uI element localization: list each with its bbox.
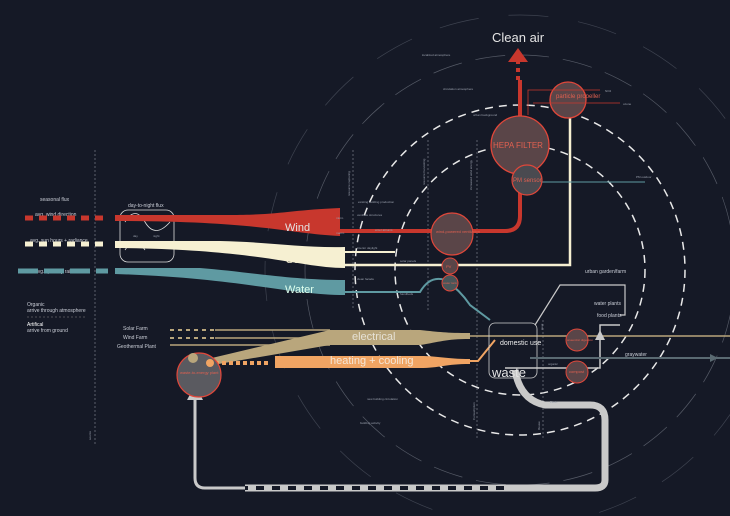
urban-garden-label: urban garden/farm [585,269,626,275]
water-plants-label: water plants [594,301,621,307]
heating-flow: heating + cooling [215,339,496,368]
wind-label: Wind [285,222,310,234]
increased-wind-label: increased wind energy [469,159,473,190]
domestic-use-box: domestic use urban garden/farm water pla… [488,269,730,379]
clean-air-title: Clean air [492,30,545,45]
pm-sensor-node [511,164,543,196]
new-building-circulation-label: new building circulation [367,397,398,401]
enter-atrium-label: enter atriums [375,228,393,232]
solar-flow: Solar [25,104,576,268]
resource-harvesting-label: resource harvesting [422,158,426,185]
night-label: night [153,234,160,238]
ventilate-label: ventilate structures [357,213,383,217]
day-night-flux-label: day-to-night flux [128,203,164,209]
ozone-label: ozone [623,102,632,106]
pv-node [441,257,459,275]
urban-background-label: urban background [473,113,498,117]
no2-label: NO2 [605,89,612,93]
solar-farm-label: Solar Farm [123,326,148,332]
pv-label: PV [446,264,452,269]
reuse-label: Reuse [537,421,541,430]
organic-label: Organic [27,302,45,308]
water-tank-label: water tank [443,281,457,285]
digester-node [565,328,589,352]
pm-outdoor-label: PM outdoor [636,175,652,179]
domestic-use-label: domestic use [500,340,541,347]
heat-label: Heat [540,323,544,330]
waste-energy-label: waste-to-energy plant [180,370,219,375]
macro-label-wind: macro [336,231,345,235]
nodes: HEPA FILTER particle propeller NO2 ozone… [176,81,652,398]
water-label: Water [285,284,314,296]
electrical-label: electrical [352,331,395,343]
particle-propeller-node [549,81,587,119]
day-night-flux-box: day-to-night flux day night [119,203,175,263]
wind-ventilation-label: wind-powered ventilation [436,229,480,234]
source-label: source [88,431,92,440]
building-activity-label: building activity [360,421,381,425]
solar-label: Solar [286,254,312,266]
artificial-sub-label: arrive from ground [27,328,68,334]
heating-cooling-label: heating + cooling [330,355,413,367]
graywater-label: graywater [625,352,647,358]
wind-ventilation-node [430,212,474,256]
wind-direction-label: avg. wind direction [35,212,77,218]
clean-facade-label: clean facade [357,277,374,281]
living-building-label: existing building production [358,200,395,204]
wind-flow: Wind [25,48,528,236]
pm-sensor-label: PM sensor [513,178,542,184]
food-plants-label: food plants [597,313,622,319]
interior-daylight-label: interior daylight [357,246,378,250]
flush-label: Flush [550,400,558,404]
handbeds-label: handbeds [400,292,414,296]
geothermal-plant-label: Geothermal Plant [117,344,157,350]
resource-capturing-label: resource capturing [347,171,351,196]
hepa-filter-label: HEPA FILTER [493,141,543,150]
seasonal-flux-label: seasonal flux [40,197,70,203]
micro-label-wind: micro [336,216,344,220]
sun-hours-label: avg. sun hours + radiance [30,238,88,244]
compost-node [565,360,589,384]
water-tank-node [441,274,459,292]
organic-sub-label: arrive through atmosphere [27,308,86,314]
particle-propeller-label: particle propeller [556,94,600,100]
waste-flow: waste [187,365,609,492]
compost-label: compost [569,369,585,374]
digester-label: anaerobic digestion [567,338,593,342]
organic-small-label: organic [548,362,558,366]
localized-atmosphere-label: localized atmosphere [422,53,451,57]
day-label: day [133,234,138,238]
solar-panels-label: solar panels [400,259,417,263]
wind-farm-label: Wind Farm [123,335,147,341]
annotations: micro macro ventilate structures enter a… [336,53,558,430]
consumption-label: Consumption [472,402,476,420]
artificial-label: Artifical [27,322,43,328]
waste-energy-plant-node [176,352,222,398]
circulation-atmosphere-label: circulation atmosphere [443,87,474,91]
